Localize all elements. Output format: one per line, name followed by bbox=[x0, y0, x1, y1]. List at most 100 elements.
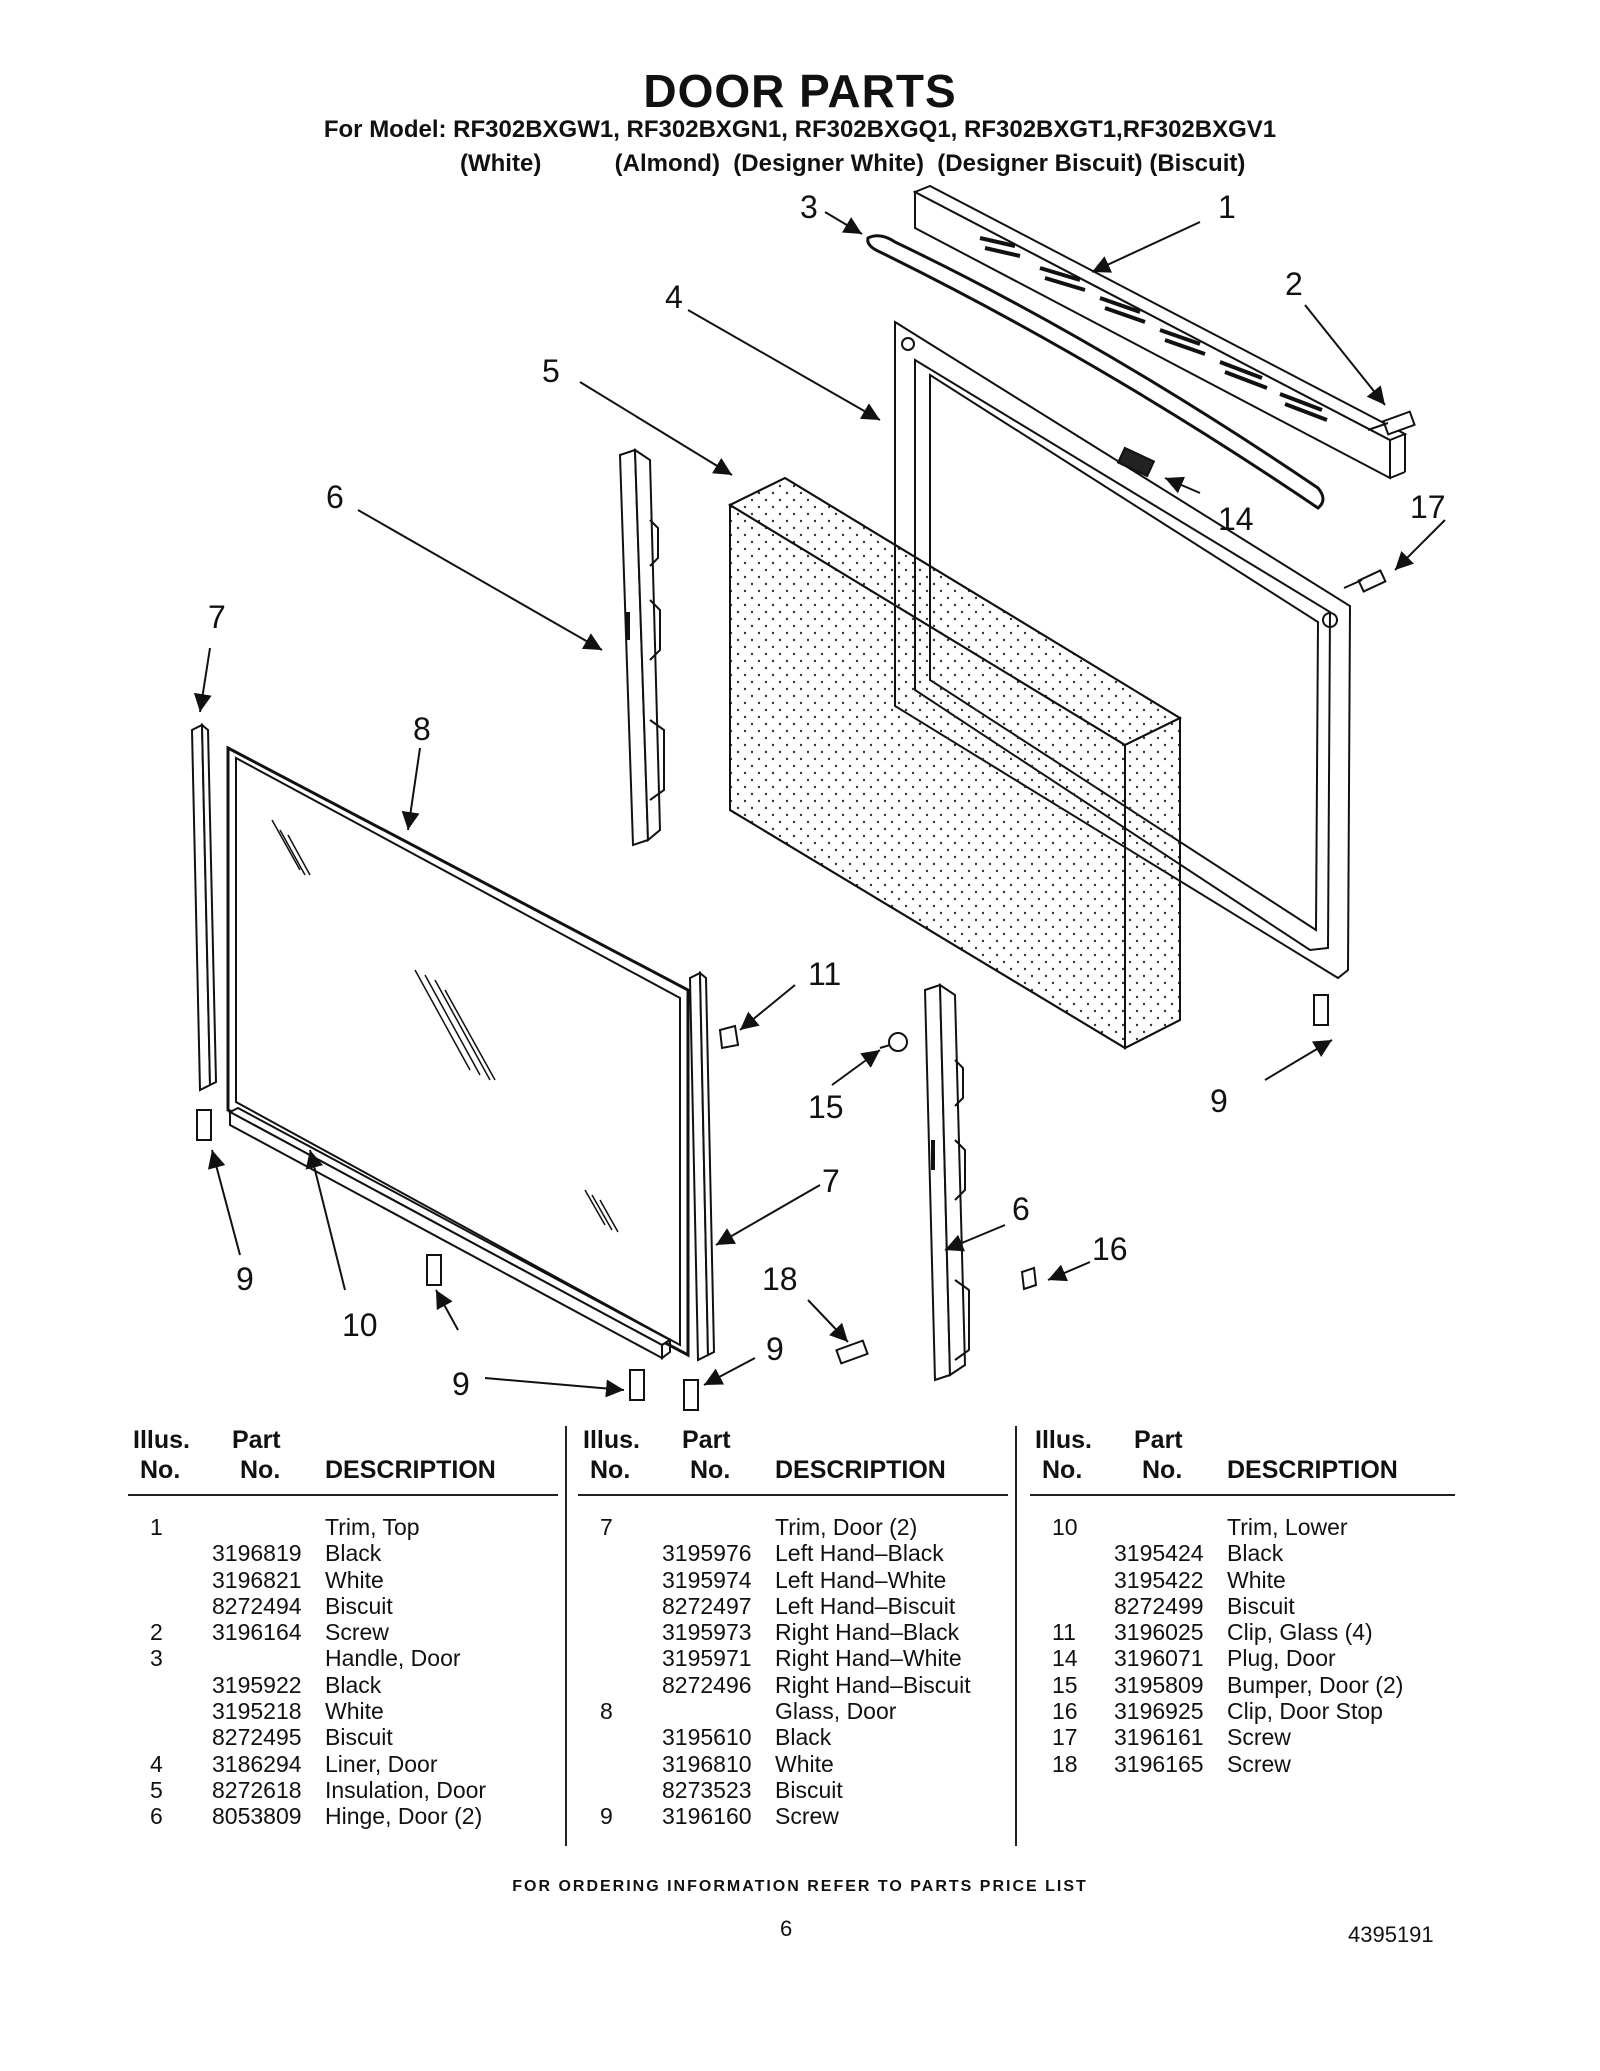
illus-number: 6 bbox=[150, 1803, 163, 1830]
part-description: Biscuit bbox=[325, 1592, 393, 1619]
table-row: 8272494 Biscuit bbox=[128, 1593, 558, 1619]
part-number: 3195809 bbox=[1114, 1671, 1204, 1698]
part-description: Biscuit bbox=[1227, 1592, 1295, 1619]
part-description: Left Hand–Black bbox=[775, 1540, 944, 1567]
door-bumper-part bbox=[879, 1032, 908, 1052]
part-description: Left Hand–Biscuit bbox=[775, 1592, 956, 1619]
callout-6-upper: 6 bbox=[326, 479, 344, 515]
illus-number: 18 bbox=[1052, 1750, 1078, 1777]
callout-9-mid: 9 bbox=[766, 1331, 784, 1367]
illus-number: 2 bbox=[150, 1619, 163, 1646]
callout-16: 16 bbox=[1092, 1231, 1128, 1267]
illus-number: 8 bbox=[600, 1698, 613, 1725]
part-description: Screw bbox=[1227, 1750, 1291, 1777]
model-list: For Model: RF302BXGW1, RF302BXGN1, RF302… bbox=[323, 116, 1277, 143]
part-number: 8272496 bbox=[662, 1671, 752, 1698]
callout-15: 15 bbox=[808, 1089, 844, 1125]
part-description: White bbox=[775, 1750, 834, 1777]
illus-number: 14 bbox=[1052, 1645, 1078, 1672]
part-description: Black bbox=[325, 1671, 382, 1698]
table-row: 18 3196165 Screw bbox=[1030, 1751, 1455, 1777]
part-number: 3196161 bbox=[1114, 1724, 1204, 1751]
door-handle-part bbox=[866, 234, 1325, 510]
screw-parts-9 bbox=[196, 994, 1329, 1411]
part-description: Black bbox=[325, 1540, 382, 1567]
callout-17: 17 bbox=[1410, 489, 1446, 525]
callout-6-lower: 6 bbox=[1012, 1191, 1030, 1227]
document-number: 4395191 bbox=[1348, 1922, 1434, 1947]
column-divider bbox=[1015, 1426, 1017, 1846]
part-number: 3195922 bbox=[212, 1671, 302, 1698]
part-number: 3196165 bbox=[1114, 1750, 1204, 1777]
part-number: 8272499 bbox=[1114, 1592, 1204, 1619]
part-number: 3196819 bbox=[212, 1540, 302, 1567]
part-number: 3195971 bbox=[662, 1645, 752, 1672]
illus-number: 3 bbox=[150, 1645, 163, 1672]
page-number: 6 bbox=[780, 1916, 793, 1941]
part-description: Plug, Door bbox=[1227, 1645, 1336, 1672]
door-trim-right-part bbox=[688, 970, 716, 1362]
table-row: 3 Handle, Door bbox=[128, 1645, 558, 1671]
callout-14: 14 bbox=[1218, 501, 1254, 537]
part-number: 3195422 bbox=[1114, 1566, 1204, 1593]
part-description: Right Hand–White bbox=[775, 1645, 962, 1672]
part-description: Clip, Glass (4) bbox=[1227, 1619, 1373, 1646]
part-description: Biscuit bbox=[775, 1776, 843, 1803]
glass-clip-part bbox=[718, 1024, 740, 1050]
illus-number: 1 bbox=[150, 1514, 163, 1540]
part-number: 3195976 bbox=[662, 1540, 752, 1567]
part-number: 3195218 bbox=[212, 1698, 302, 1725]
page-title: DOOR PARTS bbox=[643, 65, 957, 117]
callout-1: 1 bbox=[1218, 189, 1236, 225]
door-glass-part bbox=[226, 745, 690, 1358]
part-number: 3195424 bbox=[1114, 1540, 1204, 1567]
table-row: 3196819 Black bbox=[128, 1540, 558, 1566]
part-description: Trim, Top bbox=[325, 1514, 420, 1540]
callout-7-left: 7 bbox=[208, 599, 226, 635]
door-trim-left-part bbox=[190, 722, 218, 1092]
part-number: 3196071 bbox=[1114, 1645, 1204, 1672]
part-number: 3196160 bbox=[662, 1803, 752, 1830]
part-number: 8053809 bbox=[212, 1803, 302, 1830]
part-description: Handle, Door bbox=[325, 1645, 461, 1672]
callout-2: 2 bbox=[1285, 266, 1303, 302]
part-description: Black bbox=[775, 1724, 832, 1751]
screw-part-17 bbox=[1343, 569, 1387, 593]
table-row: 8272499 Biscuit bbox=[1030, 1593, 1455, 1619]
ordering-note: FOR ORDERING INFORMATION REFER TO PARTS … bbox=[512, 1878, 1088, 1895]
part-description: Liner, Door bbox=[325, 1750, 438, 1777]
part-description: Clip, Door Stop bbox=[1227, 1698, 1383, 1725]
part-number: 8272494 bbox=[212, 1592, 302, 1619]
top-trim-part bbox=[912, 184, 1408, 480]
callout-11: 11 bbox=[808, 956, 841, 992]
part-description: Bumper, Door (2) bbox=[1227, 1671, 1404, 1698]
callout-labels: 1 2 3 4 5 6 6 7 7 8 9 9 9 9 10 11 14 15 … bbox=[208, 189, 1446, 1402]
callout-18: 18 bbox=[762, 1261, 798, 1297]
table-row: 14 3196071 Plug, Door bbox=[1030, 1645, 1455, 1671]
callout-3: 3 bbox=[800, 189, 818, 225]
part-description: Screw bbox=[325, 1619, 389, 1646]
table-header: Illus. No. Part No. DESCRIPTION bbox=[1030, 1426, 1455, 1496]
screw-part-2 bbox=[1367, 410, 1416, 436]
